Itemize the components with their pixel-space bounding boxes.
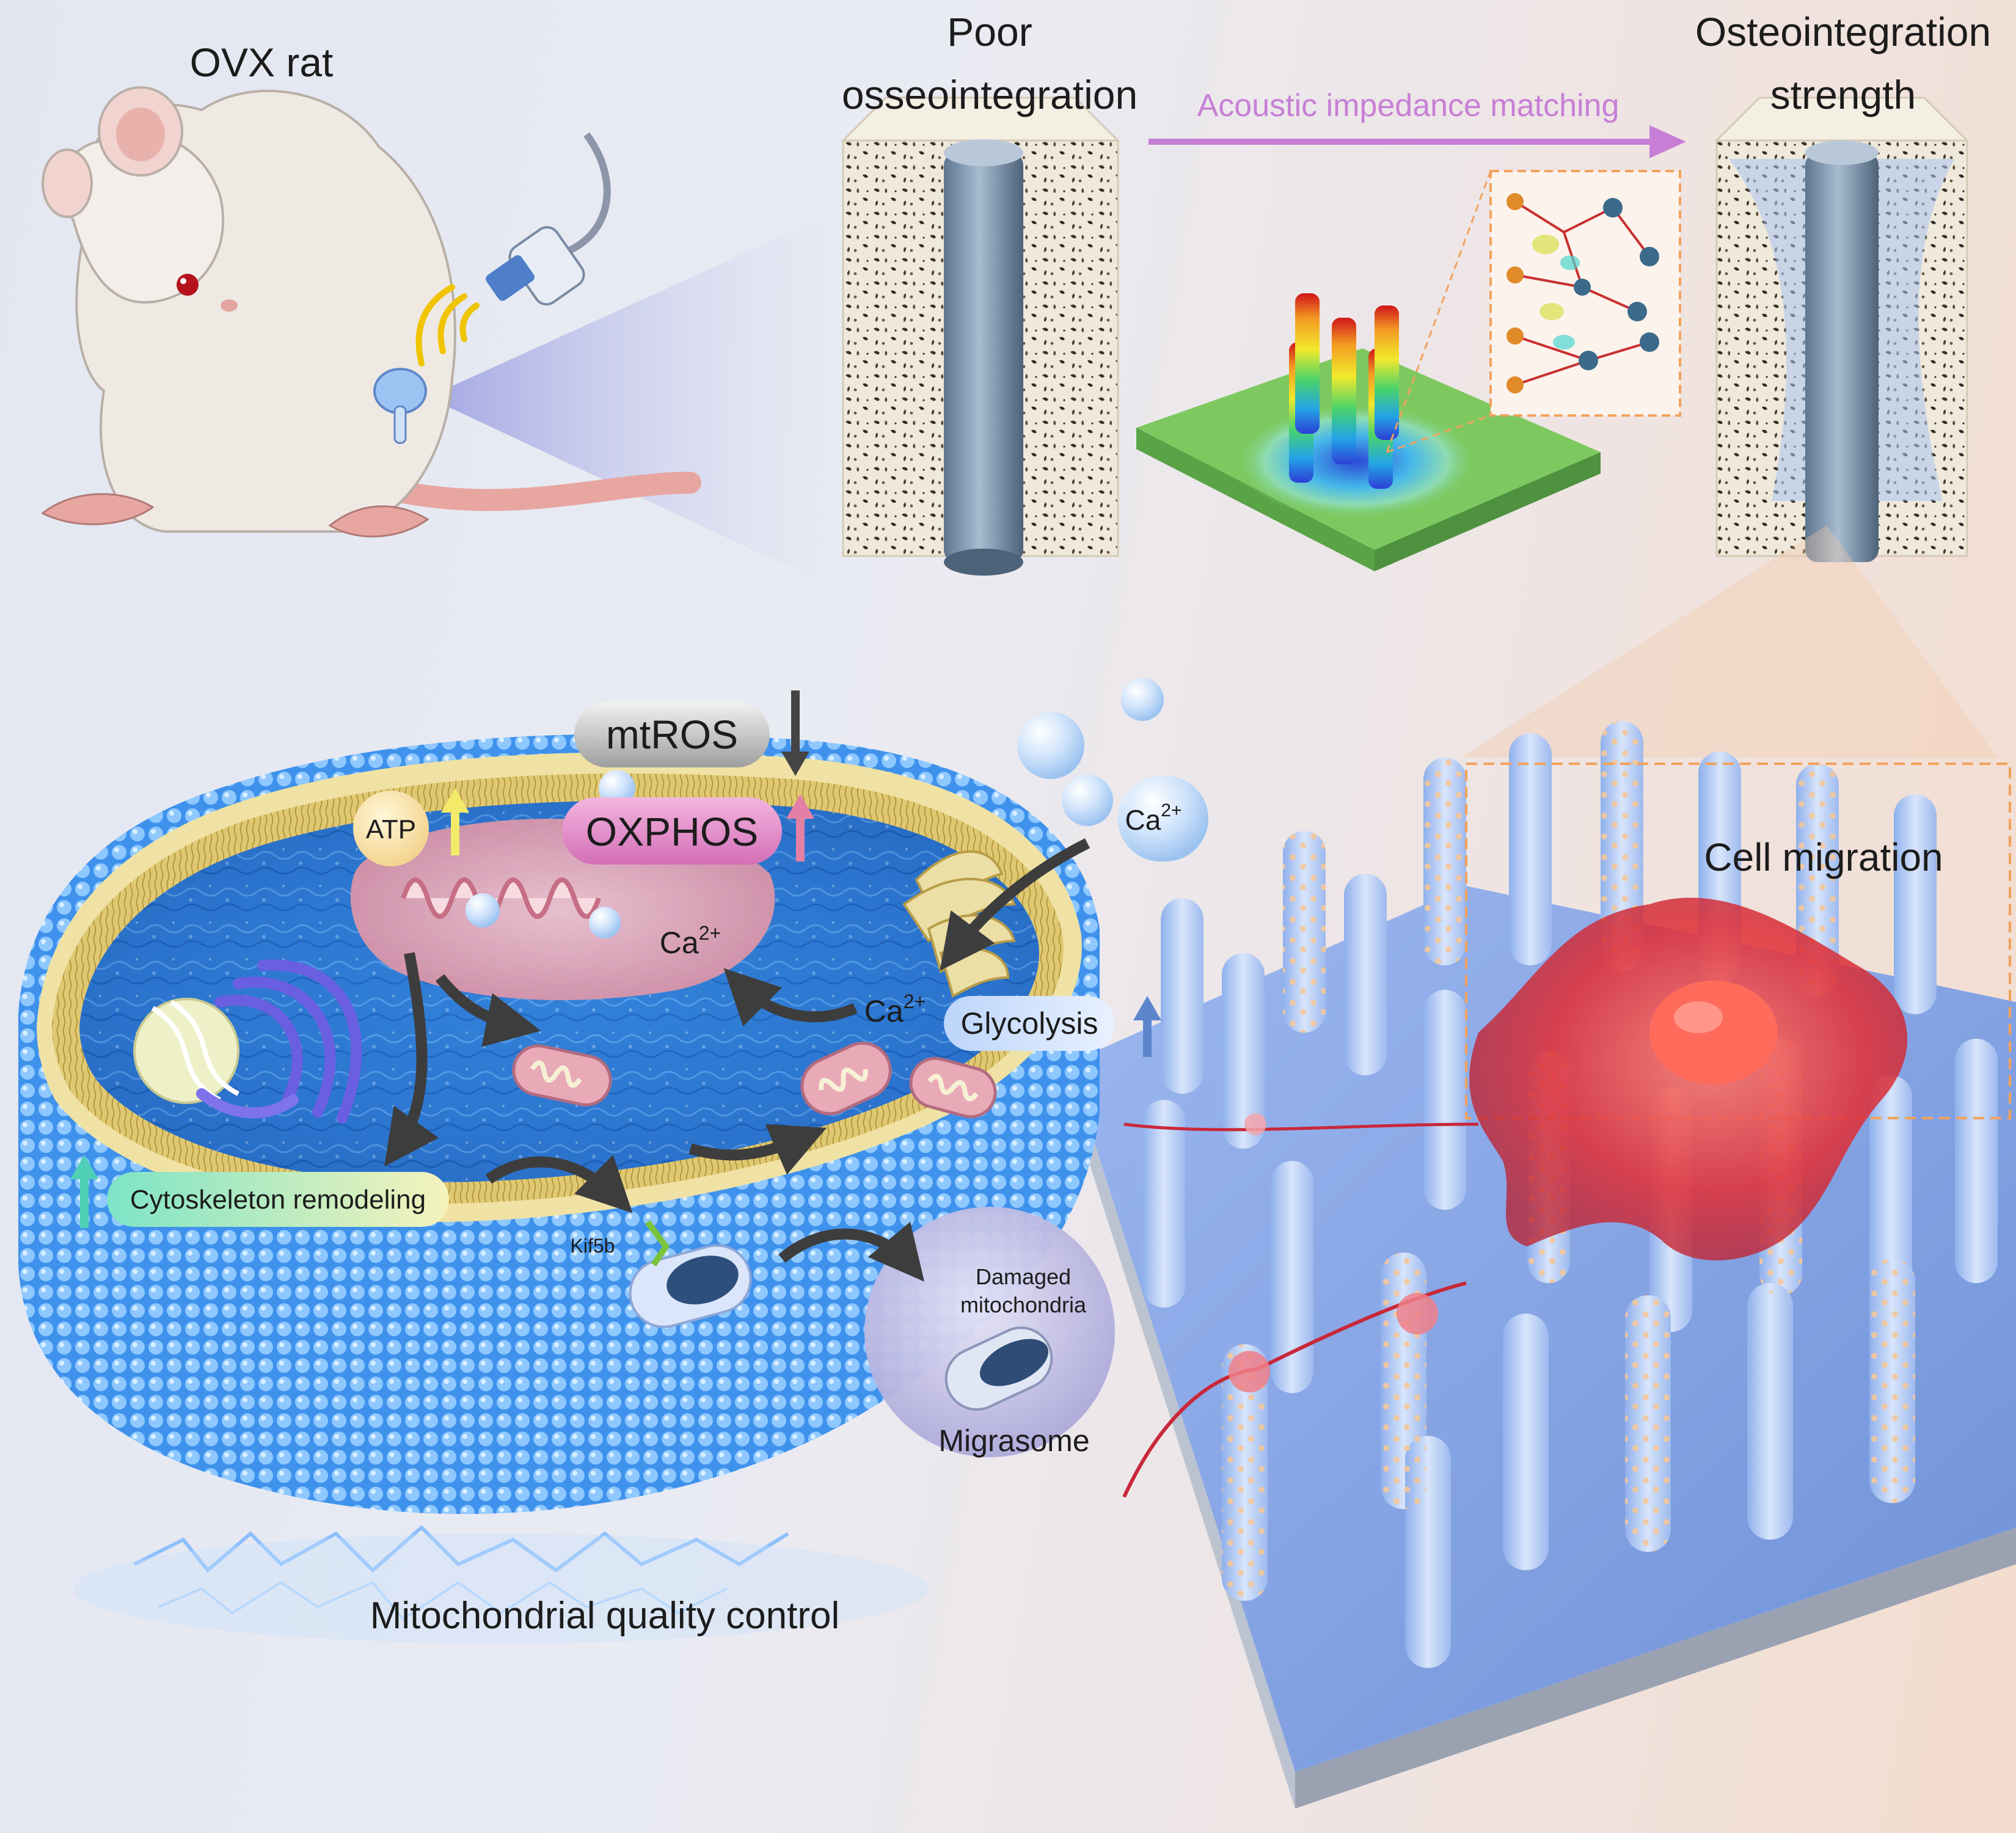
endoplasmic-reticulum-icon <box>196 959 362 1124</box>
mtros-label: mtROS <box>606 712 738 757</box>
rat-illustration <box>41 86 831 587</box>
cytoskeleton-up-arrow <box>70 1155 98 1228</box>
osteointegration-strength-line1: Osteointegration <box>1695 9 1991 54</box>
cytoskeleton-pill <box>107 1172 449 1227</box>
nanorod-array-icon <box>1136 293 1601 571</box>
atp-up-arrow <box>441 788 469 855</box>
poor-osseointegration-implant <box>841 97 1120 576</box>
crystal-lattice-icon <box>1489 170 1681 417</box>
small-mitochondrion-3 <box>909 1056 997 1119</box>
mtros-down-arrow <box>781 690 809 776</box>
ultrasound-probe-icon <box>415 132 611 367</box>
atp-bubble <box>353 791 429 866</box>
implant-column-icon <box>944 139 1023 576</box>
poor-osseointegration-line1: Poor <box>947 9 1032 54</box>
kif5b-label: Kif5b <box>571 1235 615 1257</box>
glycolysis-pill <box>944 996 1115 1051</box>
electric-discharge <box>73 1524 929 1644</box>
ca-outer-label: Ca2+ <box>1125 800 1181 836</box>
small-mitochondrion-2 <box>800 1041 892 1116</box>
poor-osseointegration-line2: osseointegration <box>842 72 1138 117</box>
migrasome-label: Migrasome <box>938 1424 1089 1458</box>
osteointegration-strength-line2: strength <box>1770 72 1916 117</box>
glycolysis-up-arrow <box>1133 996 1161 1057</box>
migrating-cell-icon <box>1469 898 1908 1260</box>
glycolysis-label: Glycolysis <box>960 1006 1098 1041</box>
oxphos-pill <box>562 797 782 865</box>
acoustic-impedance-arrow <box>1149 125 1686 158</box>
ca-mito-label: Ca2+ <box>660 922 721 960</box>
transported-mitochondrion <box>629 1220 752 1328</box>
small-mitochondrion-1 <box>512 1044 612 1107</box>
pathway-arrows <box>384 838 1090 1282</box>
migrasome-icon <box>864 1207 1115 1457</box>
mito-quality-control-label: Mitochondrial quality control <box>370 1595 840 1637</box>
strong-osseointegration-implant <box>1714 97 1970 562</box>
mtros-pill <box>574 701 770 767</box>
ca-outer-bubble <box>1123 776 1208 862</box>
damaged-mito-line1: Damaged <box>976 1264 1071 1289</box>
cytoskeleton-label: Cytoskeleton remodeling <box>130 1185 426 1215</box>
nucleus-dna-icon <box>133 998 239 1104</box>
oxphos-up-arrow <box>786 794 814 862</box>
nanopillar-substrate <box>1069 721 2016 1809</box>
ovx-rat-label: OVX rat <box>190 40 334 85</box>
cell-migration-label: Cell migration <box>1704 835 1943 879</box>
damaged-mito-line2: mitochondria <box>960 1292 1087 1317</box>
acoustic-impedance-label: Acoustic impedance matching <box>1197 88 1620 123</box>
atp-label: ATP <box>366 814 416 844</box>
oxphos-label: OXPHOS <box>586 809 758 854</box>
ca-cyto-label: Ca2+ <box>864 990 926 1028</box>
